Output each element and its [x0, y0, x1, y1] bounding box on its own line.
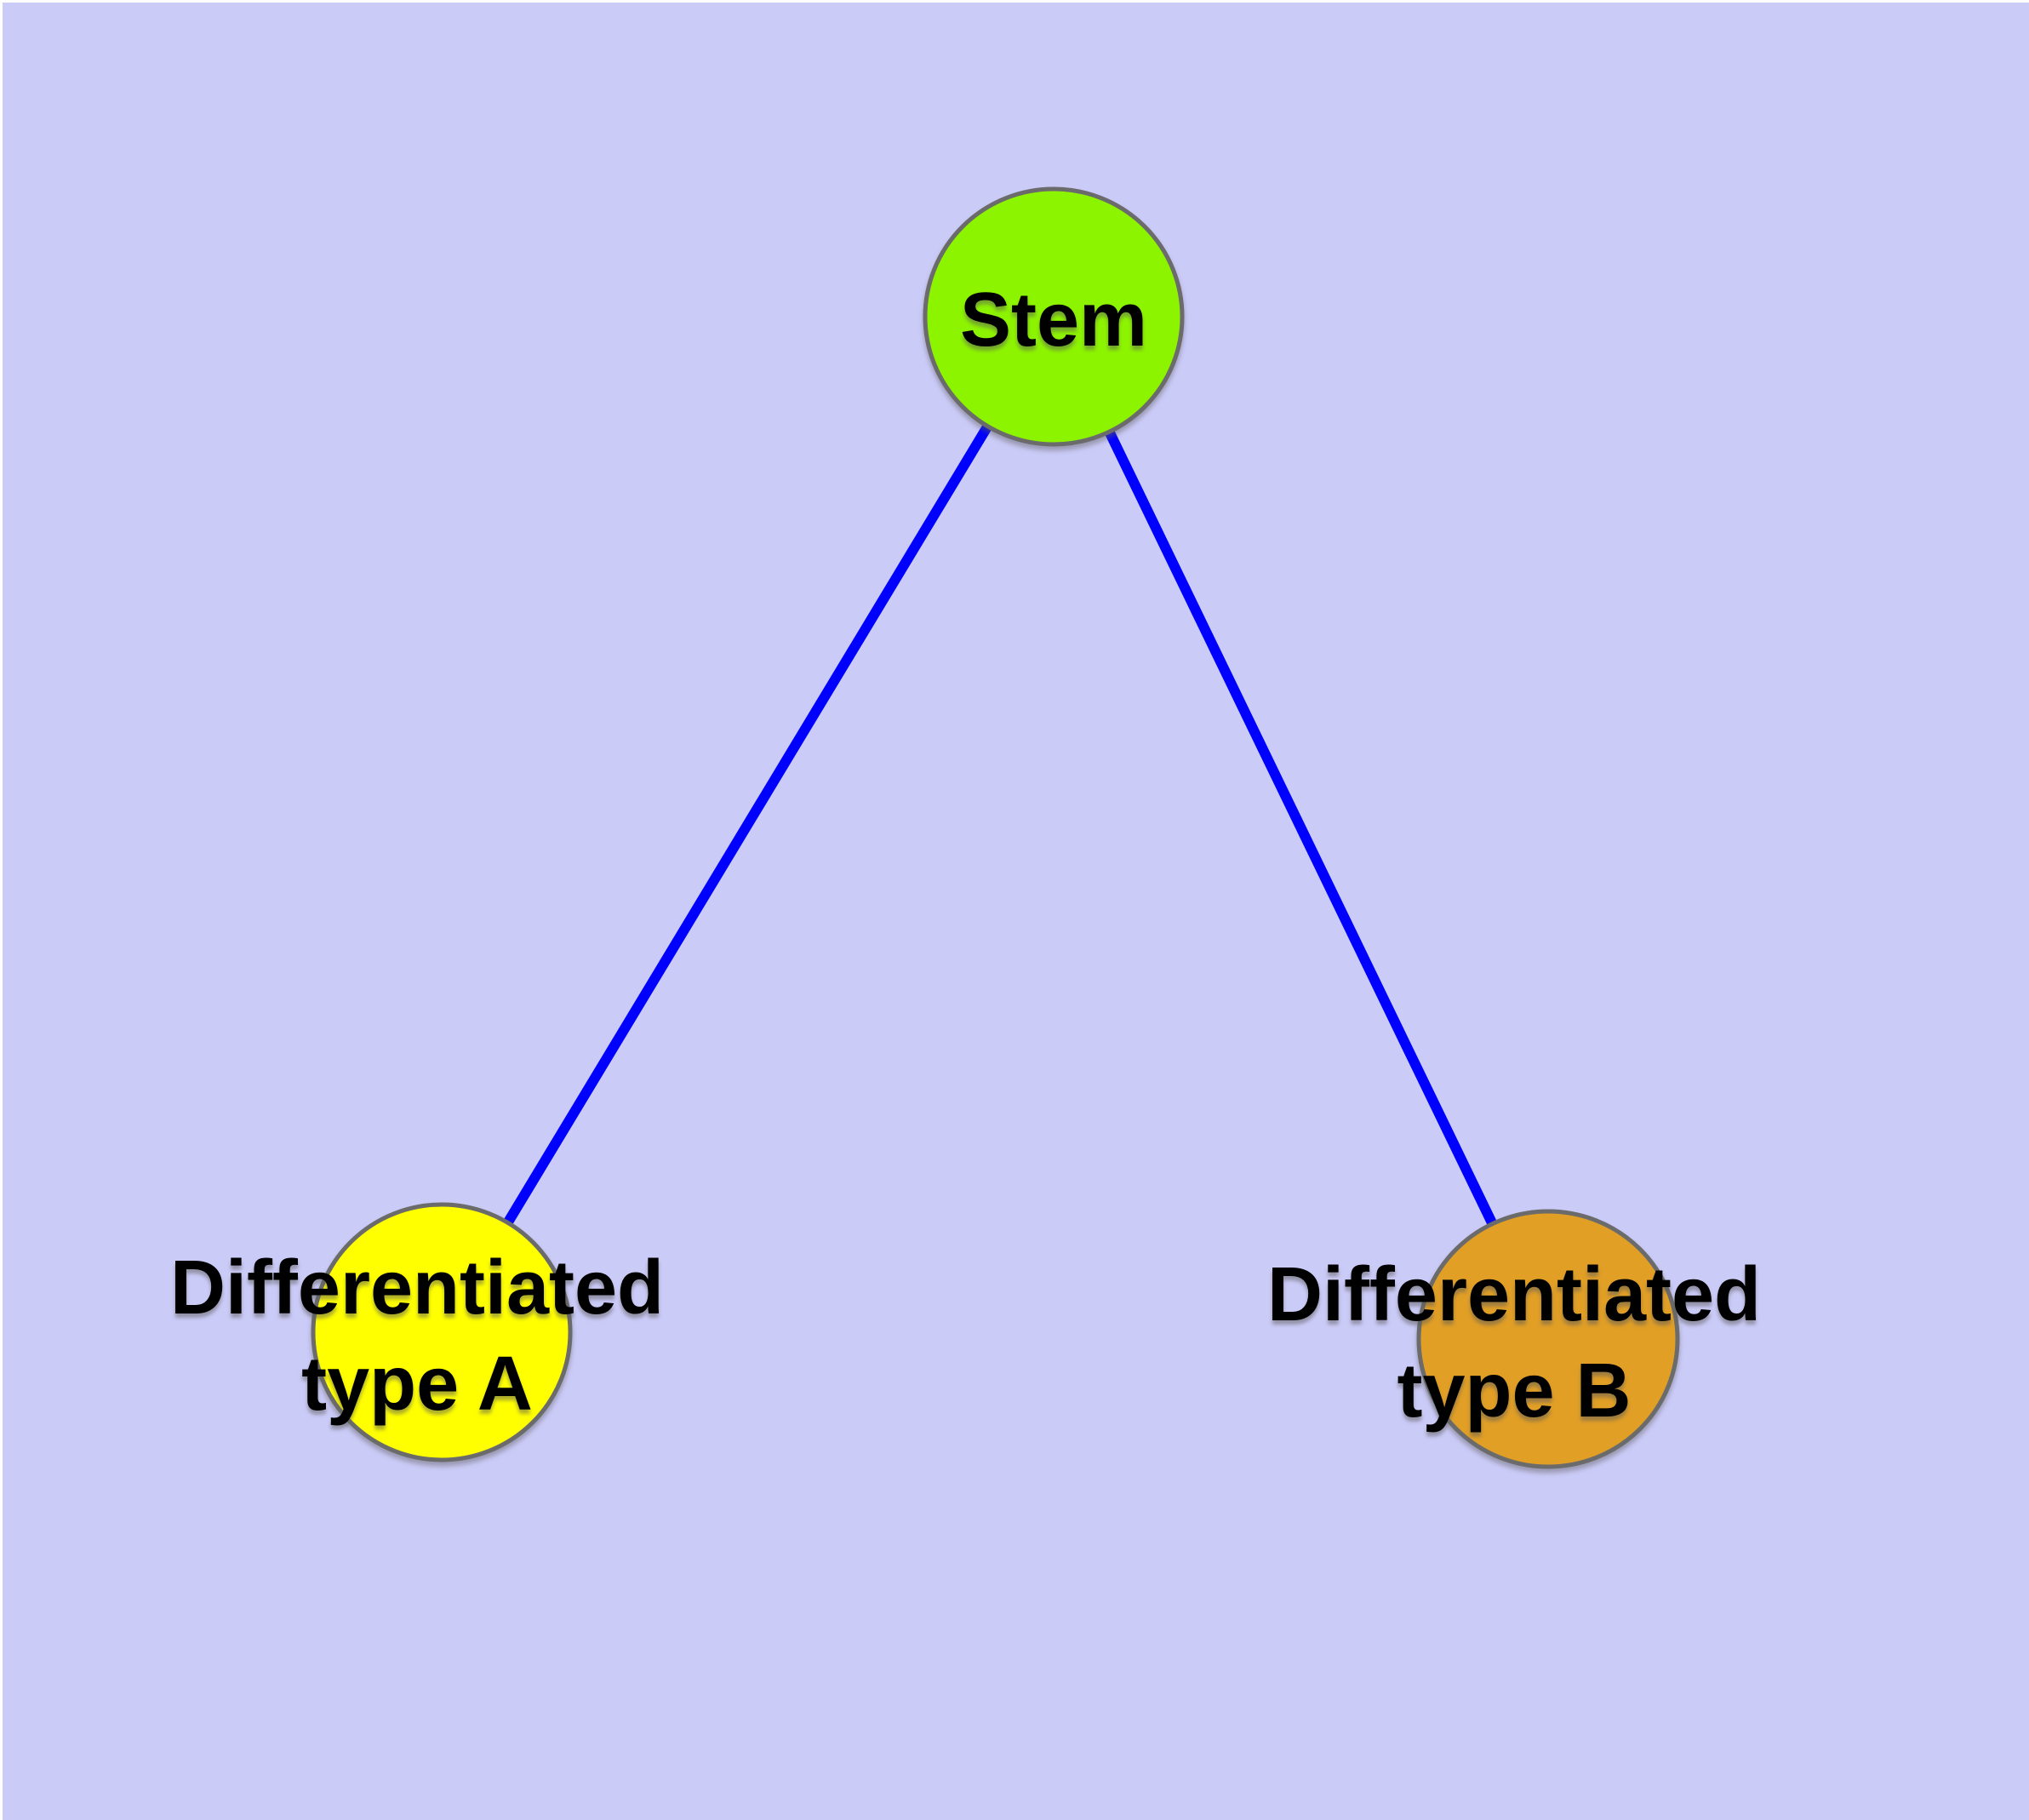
node-differentiated-type-a-circle	[311, 1202, 573, 1462]
node-stem-label-line-1: Stem	[960, 278, 1147, 363]
node-differentiated-type-a-label: Differentiated type A	[170, 1245, 664, 1427]
node-differentiated-type-b-label-line-2: type B	[1397, 1348, 1631, 1434]
node-differentiated-type-b-label: Differentiated type B	[1267, 1252, 1761, 1434]
edges-layer	[437, 313, 1553, 1342]
node-differentiated-type-a-label-line-1: Differentiated	[170, 1245, 664, 1331]
node-stem-circle	[923, 186, 1185, 447]
node-differentiated-type-b-circle	[1416, 1209, 1680, 1469]
edge-stem-to-differentiated-type-b	[1049, 314, 1553, 1342]
node-stem-label: Stem	[960, 278, 1147, 363]
node-differentiated-type-b-label-line-1: Differentiated	[1267, 1252, 1761, 1337]
nodes-layer	[311, 186, 1680, 1469]
edge-stem-to-differentiated-type-a	[437, 313, 1059, 1336]
node-differentiated-type-a-label-line-2: type A	[301, 1342, 533, 1427]
